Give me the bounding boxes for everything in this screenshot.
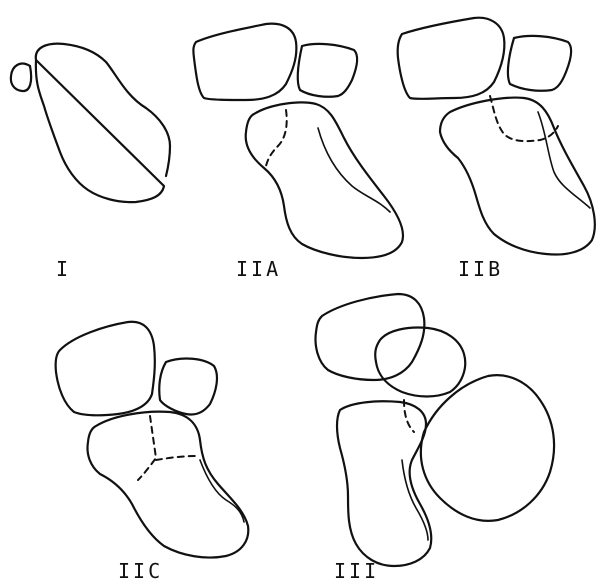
- panel-IIC-fracture-line-horizontal: [156, 456, 196, 460]
- panel-I-bone: [36, 44, 170, 203]
- panel-III-label: III: [334, 559, 379, 583]
- panel-III-calcaneus: [337, 401, 431, 566]
- panel-IIC: [56, 322, 249, 558]
- panel-IIB-fracture-line: [490, 96, 558, 141]
- panel-IIB-inner-line: [538, 112, 590, 208]
- panel-IIC-label: IIC: [118, 559, 163, 583]
- panel-III-navicular-ring: [375, 328, 465, 397]
- panel-IIB: [398, 18, 595, 255]
- panel-IIC-talus: [56, 322, 155, 416]
- panel-III-talus: [316, 294, 425, 380]
- panel-IIB-talus: [398, 18, 505, 99]
- panel-IIA-label: IIA: [236, 257, 281, 281]
- panel-IIB-navicular: [508, 36, 571, 91]
- panel-IIA-talus: [193, 24, 296, 100]
- panel-IIB-label: IIB: [458, 257, 503, 281]
- panel-I-small-fragment: [11, 64, 31, 91]
- panel-IIA: [193, 24, 403, 258]
- panel-IIA-inner-line: [318, 128, 390, 212]
- panel-IIC-calcaneus: [88, 412, 249, 558]
- panel-I-label: I: [56, 257, 71, 281]
- panel-IIC-navicular: [159, 359, 217, 415]
- panel-III: [316, 294, 555, 566]
- panel-III-dislocated-fragment: [421, 375, 554, 521]
- panel-IIC-fracture-line-vertical: [138, 416, 156, 480]
- panel-IIC-inner-line: [200, 460, 244, 522]
- panel-IIA-navicular: [298, 44, 357, 97]
- panel-IIB-calcaneus: [440, 98, 595, 255]
- panel-I: [11, 44, 170, 203]
- panel-IIA-fracture-line: [266, 110, 287, 166]
- panel-IIA-calcaneus: [246, 102, 403, 258]
